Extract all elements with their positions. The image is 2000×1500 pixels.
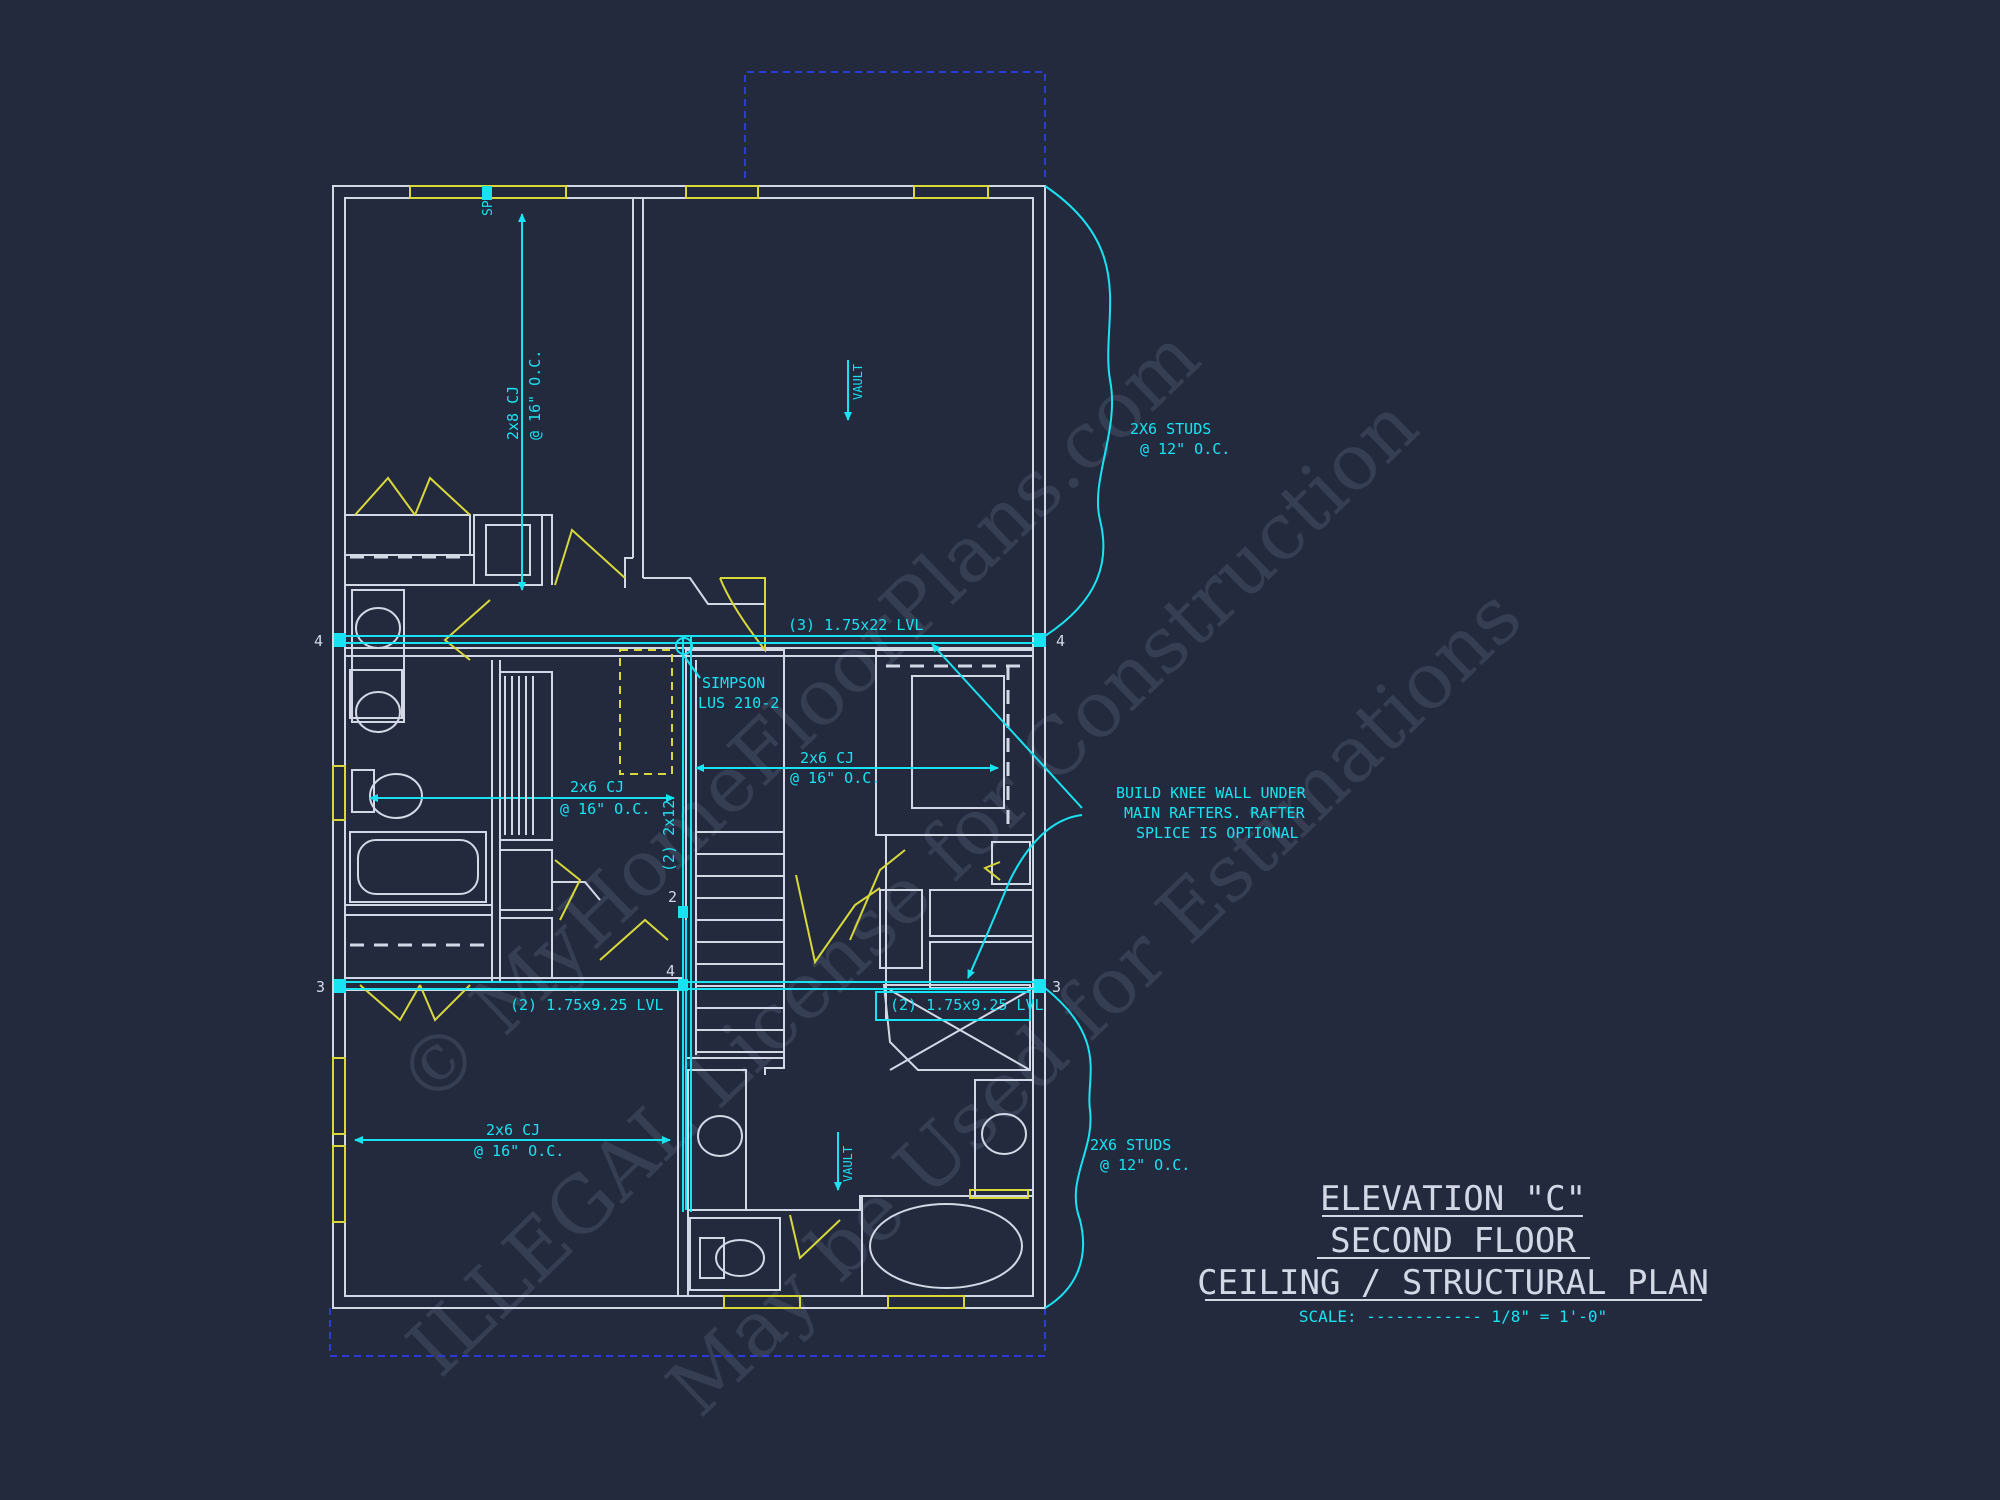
cj-right-spacing: @ 16" O.C. <box>790 769 880 787</box>
structural-cyan <box>340 185 1114 1309</box>
grid-3-left: 3 <box>316 978 325 996</box>
grid-4-left: 4 <box>314 632 323 650</box>
cj-bottom-spacing: @ 16" O.C. <box>474 1142 564 1160</box>
stair-treads <box>504 676 784 1053</box>
lvl-lower-right-label: (2) 1.75x9.25 LVL <box>890 996 1044 1014</box>
knee-wall-line-3: SPLICE IS OPTIONAL <box>1136 824 1299 842</box>
grid-4-mid: 4 <box>666 962 675 980</box>
grid-3-right: 3 <box>1052 978 1061 996</box>
lvl-upper-label: (3) 1.75x22 LVL <box>788 616 923 634</box>
porch-outlines <box>329 71 1046 1357</box>
lvl-lower-left-label: (2) 1.75x9.25 LVL <box>510 996 664 1014</box>
grid-4-right: 4 <box>1056 632 1065 650</box>
structural-dashed-lines <box>350 555 1028 947</box>
grid-2-mid: 2 <box>668 888 677 906</box>
title-line-1: ELEVATION "C" <box>1320 1179 1586 1219</box>
studs-lower-label: 2X6 STUDS <box>1090 1136 1171 1154</box>
knee-wall-line-2: MAIN RAFTERS. RAFTER <box>1124 804 1306 822</box>
studs-upper-label: 2X6 STUDS <box>1130 420 1211 438</box>
annotations: SP 2x8 CJ @ 16" O.C. VAULT VAULT (3) 1.7… <box>314 200 1307 1182</box>
cj-2x8-spacing: @ 16" O.C. <box>526 350 544 440</box>
knee-wall-line-1: BUILD KNEE WALL UNDER <box>1116 784 1307 802</box>
cj-2x8-label: 2x8 CJ <box>504 386 522 440</box>
simpson-label-1: SIMPSON <box>702 674 765 692</box>
column-markers <box>334 186 1046 993</box>
simpson-label-2: LUS 210-2 <box>698 694 779 712</box>
post-2x12-label: (2) 2x12 <box>660 800 678 872</box>
interior-walls <box>345 198 1034 1297</box>
sp-label: SP <box>481 200 496 216</box>
cj-left-spacing: @ 16" O.C. <box>560 800 650 818</box>
vault-lower-label: VAULT <box>841 1146 855 1182</box>
studs-upper-spacing: @ 12" O.C. <box>1140 440 1230 458</box>
cj-bottom-label: 2x6 CJ <box>486 1121 540 1139</box>
windows-and-doors <box>332 185 1029 1309</box>
studs-lower-spacing: @ 12" O.C. <box>1100 1156 1190 1174</box>
vault-upper-label: VAULT <box>851 364 865 400</box>
cj-left-label: 2x6 CJ <box>570 778 624 796</box>
title-block: ELEVATION "C" SECOND FLOOR CEILING / STR… <box>1197 1179 1709 1326</box>
title-line-2: SECOND FLOOR <box>1330 1221 1576 1261</box>
cj-right-label: 2x6 CJ <box>800 749 854 767</box>
scale-label: SCALE: ------------ 1/8" = 1'-0" <box>1299 1307 1607 1326</box>
title-line-3: CEILING / STRUCTURAL PLAN <box>1197 1263 1709 1303</box>
